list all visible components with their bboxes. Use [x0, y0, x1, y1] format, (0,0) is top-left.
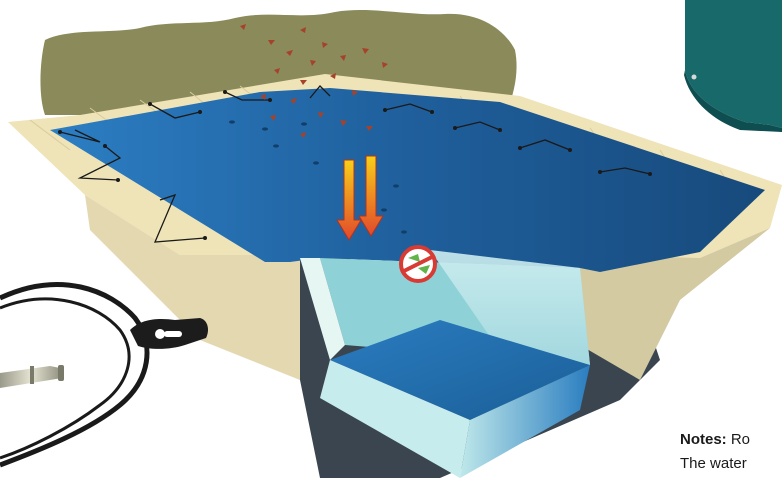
brass-anchor-icon: [0, 365, 64, 388]
notes-section: Notes: Ro The water: [680, 428, 750, 476]
notes-text-line-2: The water: [680, 452, 750, 476]
cover-corner-detail: [684, 0, 782, 132]
notes-label: Notes:: [680, 431, 727, 448]
notes-text-line-1: Ro: [731, 431, 750, 448]
no-debris-icon: [401, 247, 435, 281]
